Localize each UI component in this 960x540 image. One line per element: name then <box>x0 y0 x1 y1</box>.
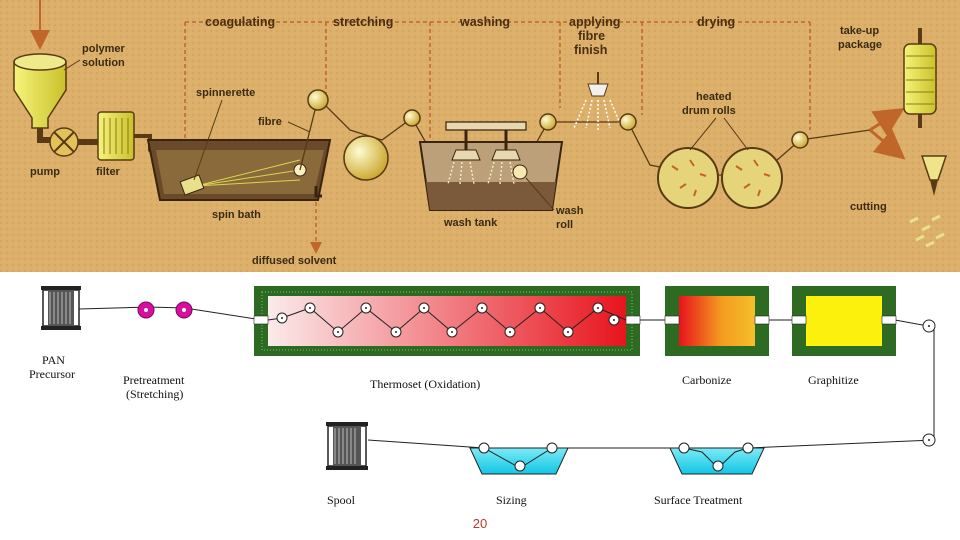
label-graphitize: Graphitize <box>808 373 859 387</box>
label-wash-roll-line1: wash <box>555 205 584 217</box>
stage-applying-line1: applying <box>569 15 620 29</box>
label-takeup-line2: package <box>838 39 882 51</box>
fibre-line-top <box>78 306 929 327</box>
wash-tank <box>418 121 564 211</box>
label-surface-treatment: Surface Treatment <box>654 493 743 507</box>
label-polymer-line2: solution <box>82 57 125 69</box>
label-filter: filter <box>96 166 121 178</box>
polymer-hopper <box>13 0 67 143</box>
graphitize-furnace <box>791 286 897 356</box>
label-heated-line2: drum rolls <box>682 105 736 117</box>
carbonize-furnace <box>664 286 770 356</box>
stage-stretching: stretching <box>333 15 393 29</box>
finish-sprayer-icon <box>539 72 637 131</box>
spinnerette-leader <box>193 99 223 181</box>
cutter-icon <box>909 155 948 248</box>
label-wash-tank: wash tank <box>443 217 498 229</box>
spin-bath <box>146 139 332 201</box>
stage-washing: washing <box>459 15 510 29</box>
label-spinnerette: spinnerette <box>196 87 255 99</box>
label-pretreatment: Pretreatment <box>123 373 185 387</box>
label-wash-roll-line2: roll <box>556 219 573 231</box>
stage-coagulating: coagulating <box>205 15 275 29</box>
polymer-leader <box>63 59 81 71</box>
label-carbonize: Carbonize <box>682 373 731 387</box>
stage-applying-line2: fibre <box>578 29 605 43</box>
oxidation-oven <box>253 286 641 356</box>
heated-drum-rolls <box>657 117 809 209</box>
output-spool-icon <box>326 422 368 470</box>
label-precursor: Precursor <box>29 367 75 381</box>
label-fibre: fibre <box>258 116 282 128</box>
takeup-package-icon <box>869 28 937 160</box>
label-pump: pump <box>30 166 60 178</box>
label-spool: Spool <box>327 493 356 507</box>
label-takeup-line1: take-up <box>840 25 879 37</box>
wash-roll-leader <box>525 177 555 211</box>
label-sizing: Sizing <box>496 493 527 507</box>
label-spin-bath: spin bath <box>212 209 261 221</box>
return-rollers <box>747 319 936 449</box>
label-cutting: cutting <box>850 201 887 213</box>
label-thermoset: Thermoset (Oxidation) <box>370 377 480 391</box>
pump-icon <box>49 127 98 157</box>
stage-brackets <box>184 21 811 254</box>
stage-drying: drying <box>697 15 735 29</box>
sizing-bath <box>367 439 569 475</box>
carbon-fibre-line-diagram: PAN Precursor Pretreatment (Stretching) <box>29 286 936 507</box>
label-pan: PAN <box>42 353 65 367</box>
pretreatment-rollers <box>137 301 193 319</box>
surface-treatment-bath <box>560 442 765 475</box>
stage-applying-line3: finish <box>574 43 607 57</box>
pan-precursor-spool-icon <box>41 286 81 330</box>
page-number: 20 <box>472 516 488 531</box>
label-diffused-solvent: diffused solvent <box>252 255 337 267</box>
stretching-rollers <box>307 89 421 181</box>
label-polymer-line1: polymer <box>82 43 126 55</box>
fibre-leader <box>287 121 311 133</box>
label-heated-line1: heated <box>696 91 731 103</box>
wet-spinning-diagram: coagulating stretching washing applying … <box>0 0 960 272</box>
label-stretching: (Stretching) <box>126 387 183 401</box>
